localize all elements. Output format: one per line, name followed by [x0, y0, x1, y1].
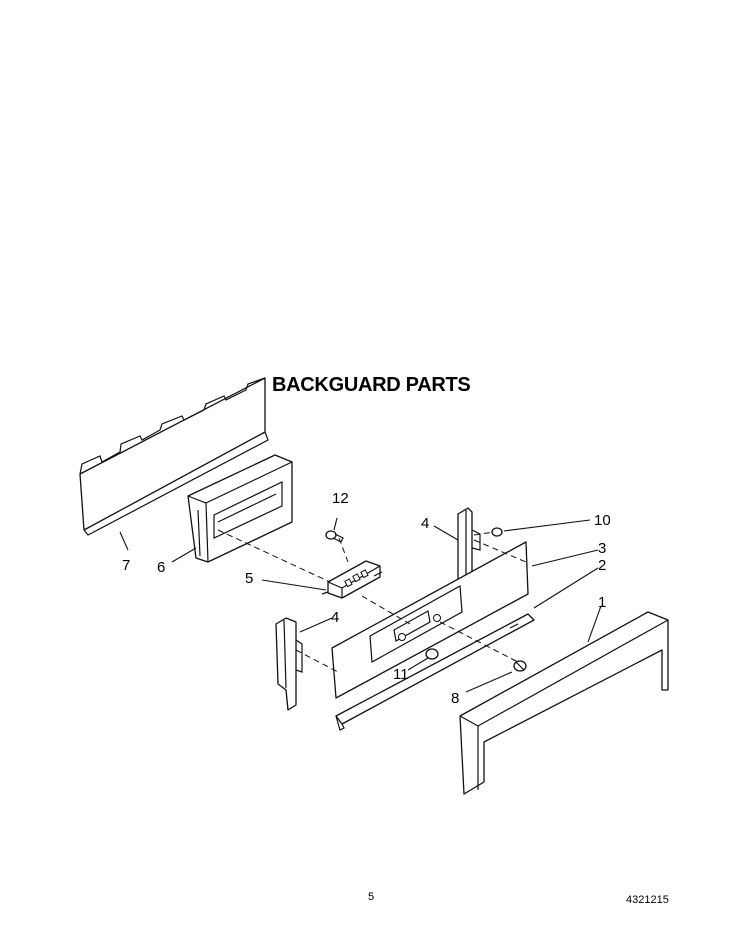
- callout-4-upper: 4: [421, 515, 429, 532]
- callout-3: 3: [598, 540, 606, 557]
- document-number: 4321215: [626, 894, 669, 906]
- diagram-title: BACKGUARD PARTS: [272, 374, 470, 396]
- part-2-trim-strip: [335, 613, 535, 731]
- part-5-control-module: [321, 560, 383, 599]
- callout-5: 5: [245, 570, 253, 587]
- leader-lines: [119, 517, 602, 693]
- callout-11: 11: [393, 666, 409, 683]
- part-8-knob: [513, 660, 527, 672]
- callout-10: 10: [594, 512, 611, 529]
- assembly-dashed-lines: [217, 529, 527, 673]
- part-6-display-housing: [187, 454, 293, 563]
- callout-12: 12: [332, 490, 349, 507]
- callout-6: 6: [157, 559, 165, 576]
- part-3-control-panel: [331, 541, 529, 699]
- part-11-knob: [425, 648, 439, 660]
- callout-7: 7: [122, 557, 130, 574]
- callout-8: 8: [451, 690, 459, 707]
- part-4-side-bracket-left: [275, 617, 303, 711]
- callout-1: 1: [598, 594, 606, 611]
- part-7-backguard-panel: [79, 377, 269, 536]
- part-12-screw: [325, 530, 344, 543]
- part-1-end-cap: [459, 611, 669, 795]
- part-10-clip: [491, 527, 503, 537]
- page-number: 5: [368, 891, 374, 903]
- callout-2: 2: [598, 557, 606, 574]
- callout-4-lower: 4: [331, 609, 339, 626]
